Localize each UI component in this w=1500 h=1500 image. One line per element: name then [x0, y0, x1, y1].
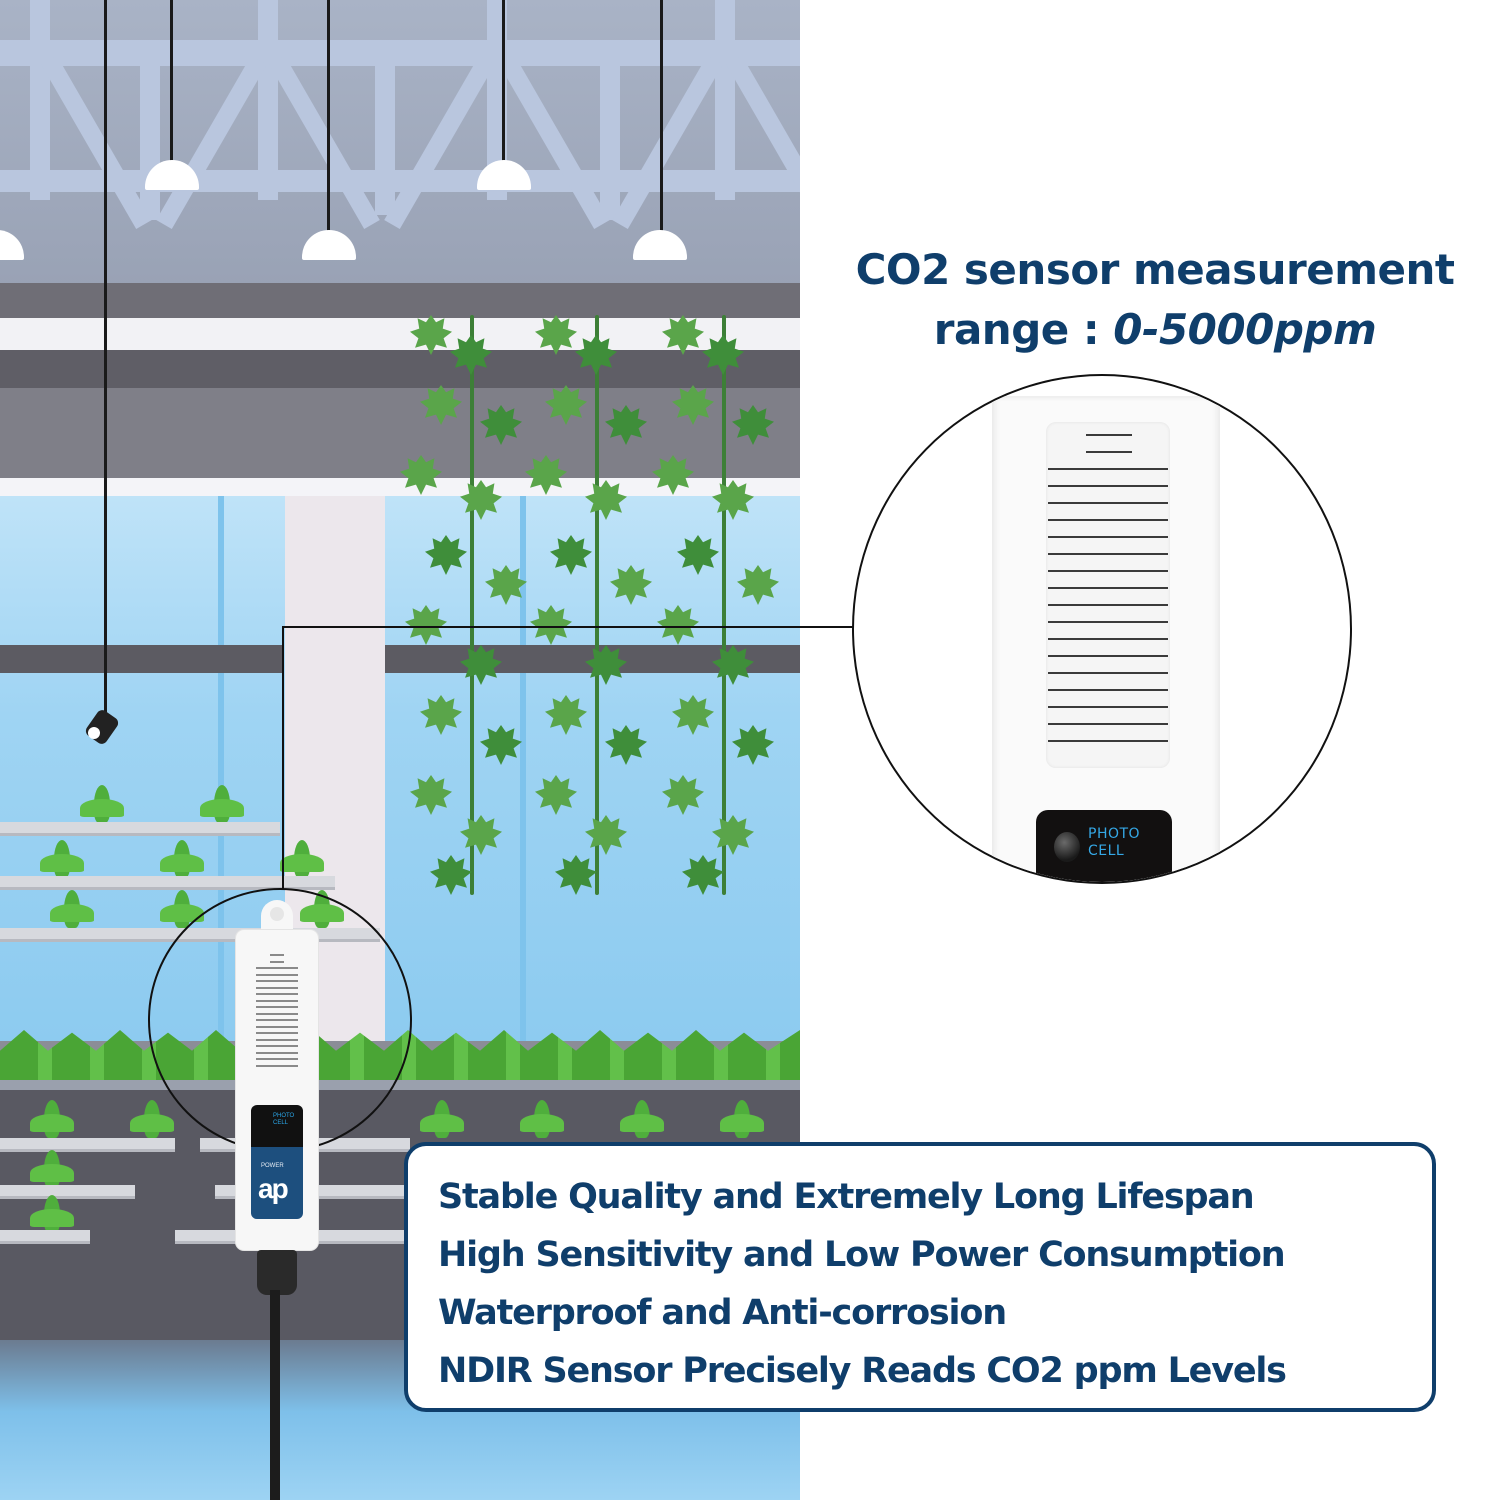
photo-cell-label: CELL — [273, 1120, 289, 1126]
photo-cell-label: PHOTO CELL — [1088, 826, 1140, 860]
photo-cell-window: PHOTO CELL — [251, 1105, 303, 1147]
feature-list-box: Stable Quality and Extremely Long Lifesp… — [404, 1142, 1436, 1412]
grow-shelf — [0, 1230, 90, 1244]
feature-item: Stable Quality and Extremely Long Lifesp… — [438, 1177, 1255, 1217]
glass-wall — [0, 496, 800, 1041]
truss-post — [30, 0, 50, 200]
photocell-lens-icon — [1054, 832, 1080, 862]
seedling — [160, 890, 204, 928]
sprayer-hose — [104, 0, 107, 715]
power-label: POWER — [261, 1163, 284, 1169]
ceiling-beam — [0, 350, 800, 388]
seedling — [30, 1195, 74, 1233]
hanging-vine — [400, 315, 550, 915]
hanging-vine — [525, 315, 675, 915]
seedling — [30, 1100, 74, 1138]
ceiling-beam — [0, 283, 800, 318]
truss-diagonal — [499, 55, 610, 230]
callout-connector — [282, 626, 284, 890]
pendant-lamp — [0, 230, 24, 260]
truss-post — [600, 60, 620, 220]
seedling — [420, 1100, 464, 1138]
seedling — [720, 1100, 764, 1138]
feature-item: Waterproof and Anti-corrosion — [438, 1293, 1007, 1333]
feature-item: High Sensitivity and Low Power Consumpti… — [438, 1235, 1286, 1275]
photo-cell-window: PHOTO CELL — [1036, 810, 1172, 882]
pendant-lamp — [302, 230, 356, 260]
photo-cell-label-line-2: CELL — [1088, 843, 1125, 859]
lamp-cable — [502, 0, 505, 165]
truss-post — [375, 60, 395, 215]
grow-shelf — [0, 876, 335, 890]
hanging-vine — [652, 315, 800, 915]
seedling — [130, 1100, 174, 1138]
truss-post — [715, 0, 735, 200]
seedling — [520, 1100, 564, 1138]
roof-truss-top — [0, 40, 800, 66]
seedling — [620, 1100, 664, 1138]
sprayer-nozzle — [88, 727, 100, 739]
grow-shelf — [0, 1185, 135, 1199]
grow-shelf — [0, 822, 280, 836]
window-mullion — [520, 496, 526, 1041]
co2-sensor-device: PHOTO CELL POWER ap — [236, 930, 318, 1250]
sensor-vent-grill — [256, 954, 298, 1084]
seedling — [200, 785, 244, 823]
seedling — [30, 1150, 74, 1188]
range-value: 0-5000ppm — [1113, 305, 1377, 354]
photo-cell-label: PHOTO — [273, 1113, 295, 1119]
sensor-vent-grill — [1046, 422, 1170, 768]
power-cord — [270, 1290, 280, 1500]
truss-post — [140, 60, 160, 220]
range-label: range : — [933, 305, 1114, 354]
callout-circle-zoom: PHOTO CELL — [852, 374, 1352, 884]
seedling — [50, 890, 94, 928]
pendant-lamp — [633, 230, 687, 260]
truss-diagonal — [41, 55, 152, 230]
seedling — [160, 840, 204, 878]
seedling — [280, 840, 324, 878]
sensor-closeup: PHOTO CELL — [992, 396, 1220, 882]
truss-diagonal — [384, 55, 495, 230]
seedling — [40, 840, 84, 878]
headline-line-2: range : 0-5000ppm — [810, 300, 1500, 360]
mid-beam — [0, 645, 282, 673]
feature-item: NDIR Sensor Precisely Reads CO2 ppm Leve… — [438, 1351, 1287, 1391]
cable-gland — [257, 1250, 297, 1295]
truss-post — [258, 0, 278, 200]
grow-shelf — [0, 1138, 175, 1152]
ap-logo-icon: ap — [258, 1173, 289, 1204]
truss-diagonal — [269, 55, 380, 230]
headline: CO2 sensor measurement range : 0-5000ppm — [810, 240, 1500, 360]
lower-trim — [0, 1080, 800, 1090]
callout-connector — [282, 626, 854, 628]
brand-panel: POWER ap — [251, 1147, 303, 1219]
lamp-cable — [170, 0, 173, 165]
photo-cell-label-line-1: PHOTO — [1088, 826, 1141, 842]
seedling — [80, 785, 124, 823]
pendant-lamp — [477, 160, 531, 190]
truss-diagonal — [726, 55, 800, 230]
truss-diagonal — [612, 55, 723, 230]
lamp-cable — [327, 0, 330, 235]
lamp-cable — [660, 0, 663, 235]
window-mullion — [218, 496, 224, 1041]
headline-line-1: CO2 sensor measurement — [855, 245, 1455, 294]
